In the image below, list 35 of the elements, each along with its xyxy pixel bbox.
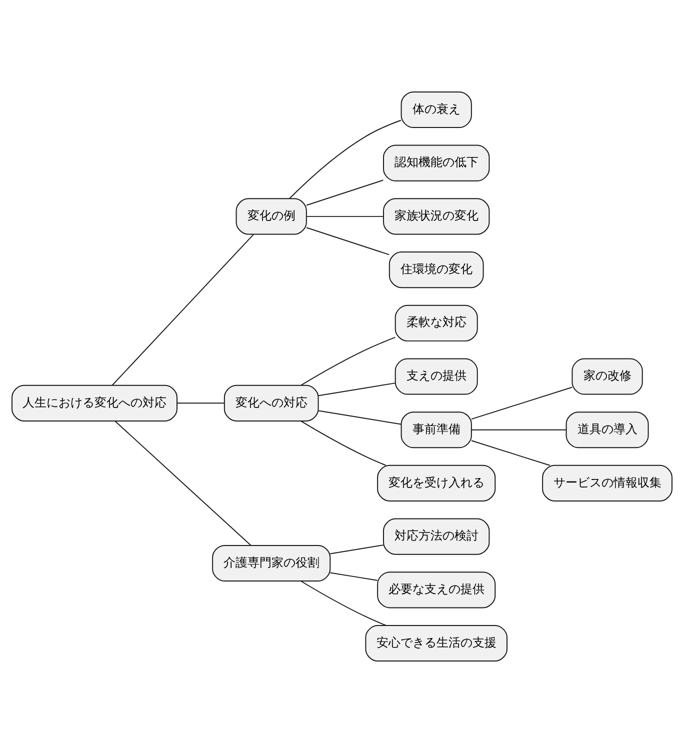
node-box: 柔軟な対応 — [394, 304, 478, 341]
node-box: 体の衰え — [400, 90, 472, 128]
node-box: 変化の例 — [236, 198, 307, 234]
connector — [300, 420, 386, 466]
connector — [471, 428, 567, 430]
connector — [300, 336, 396, 386]
connector — [114, 420, 252, 546]
connector — [330, 572, 378, 580]
node-box: 人生における変化への対応 — [12, 384, 178, 421]
connector — [306, 226, 390, 255]
node-box: 認知機能の低下 — [383, 144, 490, 181]
node-box: 対応方法の検討 — [383, 518, 490, 554]
connector — [318, 410, 402, 424]
connector — [306, 179, 384, 206]
node-box: 変化への対応 — [224, 384, 319, 421]
connector — [306, 215, 384, 216]
connector — [318, 382, 396, 396]
connector — [300, 580, 386, 626]
connector — [471, 440, 550, 466]
node-box: 道具の導入 — [566, 411, 649, 448]
connector — [176, 402, 225, 404]
node-box: 介護専門家の役割 — [212, 544, 331, 582]
connector — [112, 233, 254, 386]
node-box: サービスの情報収集 — [542, 464, 672, 501]
node-box: 家の改修 — [572, 358, 643, 394]
node-box: 家族状況の変化 — [383, 198, 490, 234]
connector — [471, 386, 573, 420]
node-box: 必要な支えの提供 — [377, 571, 496, 608]
node-box: 安心できる生活の支援 — [365, 624, 508, 662]
node-box: 変化を受け入れる — [377, 464, 496, 501]
node-box: 支えの提供 — [394, 358, 478, 394]
node-box: 住環境の変化 — [388, 251, 484, 288]
connector — [330, 544, 384, 554]
connector — [289, 119, 402, 198]
node-box: 事前準備 — [400, 411, 472, 448]
